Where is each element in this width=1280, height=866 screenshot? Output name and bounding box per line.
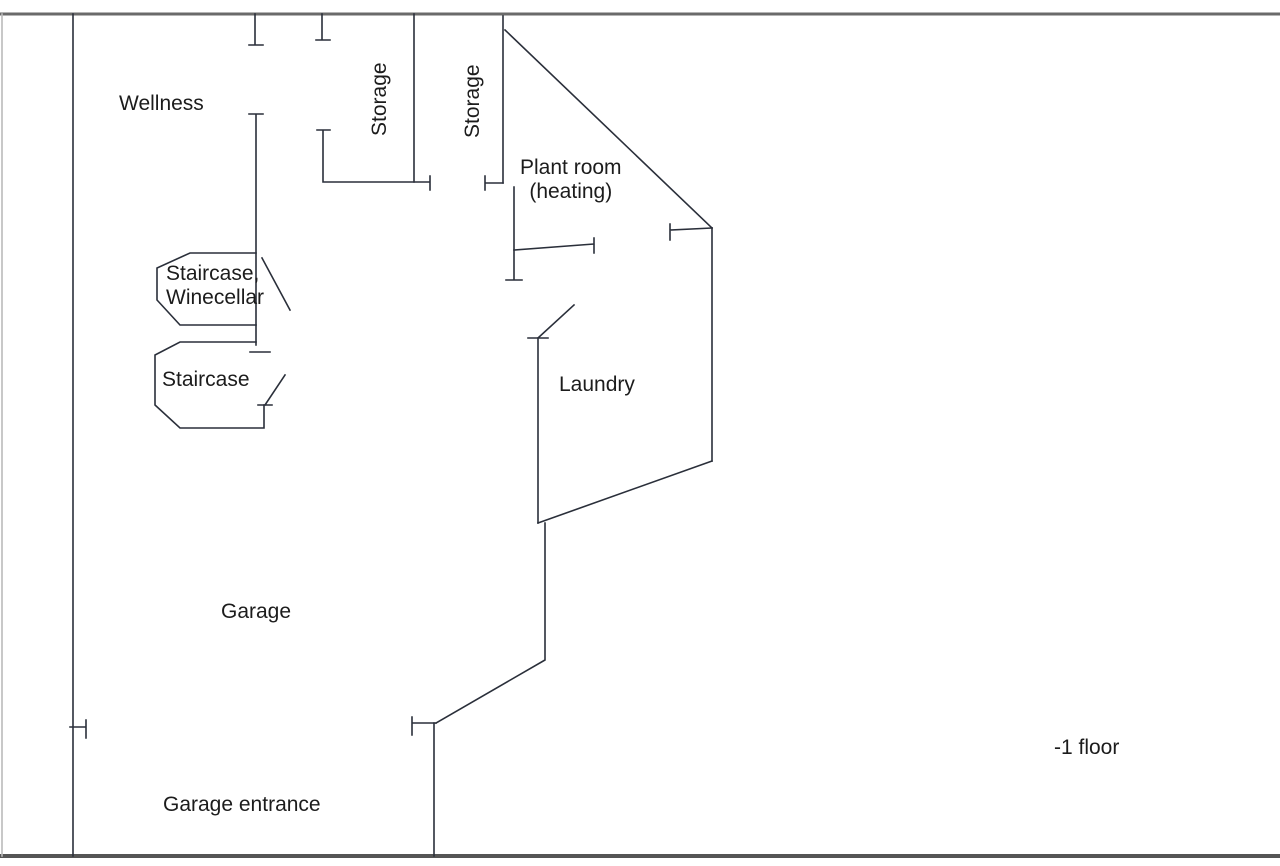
room-label-laundry: Laundry [559,373,635,396]
door-marker [669,223,713,241]
room-label-storage-1: Storage [368,62,391,136]
wall-storage1-top [315,13,331,41]
wall-laundry-bottom [536,459,714,525]
wall-storage1-bottom [316,129,431,191]
wall-garage-right [434,522,546,725]
room-label-staircase-winecellar: Staircase, Winecellar [166,262,264,310]
winecellar-line-1: Staircase, [166,262,260,285]
wall-wellness-right [248,113,271,353]
room-label-garage: Garage [221,600,292,623]
wall-staircase-winecellar [156,252,257,326]
floor-label: -1 floor [1054,736,1120,759]
room-label-wellness: Wellness [119,92,204,115]
room-label-plant-room: Plant room (heating) [520,156,622,204]
door-marker [411,716,437,736]
room-label-staircase: Staircase [162,368,250,391]
door-winecellar [260,256,292,312]
door-laundry [527,303,576,340]
winecellar-line-2: Winecellar [166,286,265,310]
wall-plant-left [505,186,523,281]
wall-staircase [154,341,265,429]
plant-room-line-2: (heating) [529,180,613,204]
room-label-storage-2: Storage [461,64,484,138]
wall-plant-diagonal [503,28,714,230]
door-marker [69,719,87,739]
room-label-garage-entrance: Garage entrance [163,793,321,816]
door-staircase [257,373,287,407]
wall-wellness-top [248,13,264,46]
door-marker [484,175,504,191]
plant-room-line-1: Plant room [520,156,622,179]
wall-plant-inner [513,237,595,254]
